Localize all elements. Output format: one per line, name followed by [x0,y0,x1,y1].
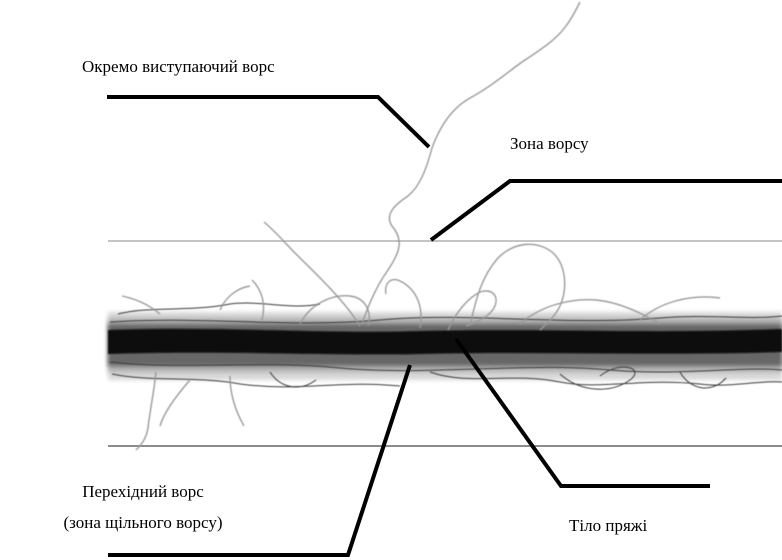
leader-protruding-fibre [107,97,429,147]
label-protruding-fibre: Окремо виступаючий ворс [82,57,275,76]
label-hairiness-zone: Зона ворсу [510,134,589,153]
protruding-fibre-lower [136,372,156,450]
leader-hairiness-zone [431,181,782,240]
label-transitional-hairiness-line2: (зона щільного ворсу) [63,513,222,532]
yarn-core [108,329,782,355]
protruding-fibre-long [362,2,580,324]
labels: Окремо виступаючий ворс Зона ворсу Перех… [63,57,647,535]
label-yarn-body: Тіло пряжі [569,516,648,535]
label-transitional-hairiness-line1: Перехідний ворс [82,482,204,501]
